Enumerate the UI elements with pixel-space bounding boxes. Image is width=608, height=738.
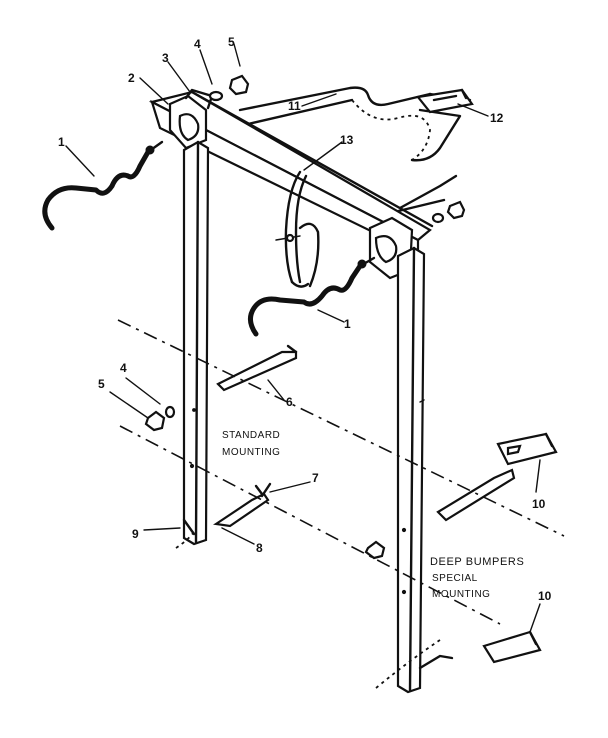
leader-lines [65, 43, 541, 633]
callout-4-mid: 4 [120, 361, 127, 375]
mounting-notes: STANDARD MOUNTING DEEP BUMPERS SPECIAL M… [222, 430, 524, 600]
callout-2: 2 [128, 71, 135, 85]
callout-1-left: 1 [58, 135, 65, 149]
right-upright [396, 246, 426, 694]
callout-6: 6 [286, 395, 293, 409]
deep-bumpers-line1: DEEP BUMPERS [430, 556, 524, 568]
callout-4-top: 4 [194, 37, 201, 51]
standard-mounting-line1: STANDARD [222, 430, 280, 441]
callout-9: 9 [132, 527, 139, 541]
standard-mounting-line2: MOUNTING [222, 447, 280, 458]
callout-13: 13 [340, 133, 354, 147]
hook-left [42, 140, 164, 231]
callout-10-upper: 10 [532, 497, 546, 511]
standard-mounting-line [117, 319, 565, 537]
clip-10-lower [375, 630, 542, 689]
callout-labels: 1 2 3 4 5 11 12 13 1 6 4 5 7 8 9 10 10 [58, 35, 552, 603]
callout-5-top: 5 [228, 35, 235, 49]
deep-mounting-line [119, 425, 501, 625]
callout-1-right: 1 [344, 317, 351, 331]
clip-10-upper [436, 432, 558, 522]
crossbar [148, 90, 434, 256]
bolt-6 [216, 344, 298, 392]
callout-3: 3 [162, 51, 169, 65]
left-upright [182, 140, 210, 546]
callout-7: 7 [312, 471, 319, 485]
strap-clip-12 [415, 88, 474, 114]
callout-5-mid: 5 [98, 377, 105, 391]
bottom-hardware [175, 482, 272, 549]
hook-right [248, 256, 376, 337]
right-upright-mark [419, 399, 425, 403]
callout-8: 8 [256, 541, 263, 555]
callout-12: 12 [490, 111, 504, 125]
deep-bumpers-line3: MOUNTING [432, 589, 490, 600]
nut-lower [364, 540, 386, 560]
top-hardware [208, 74, 466, 224]
callout-11: 11 [288, 99, 301, 113]
strap-13 [275, 170, 320, 288]
left-bracket [168, 88, 214, 150]
deep-bumpers-line2: SPECIAL [432, 573, 478, 584]
mid-hardware [144, 405, 176, 432]
callout-10-lower: 10 [538, 589, 552, 603]
